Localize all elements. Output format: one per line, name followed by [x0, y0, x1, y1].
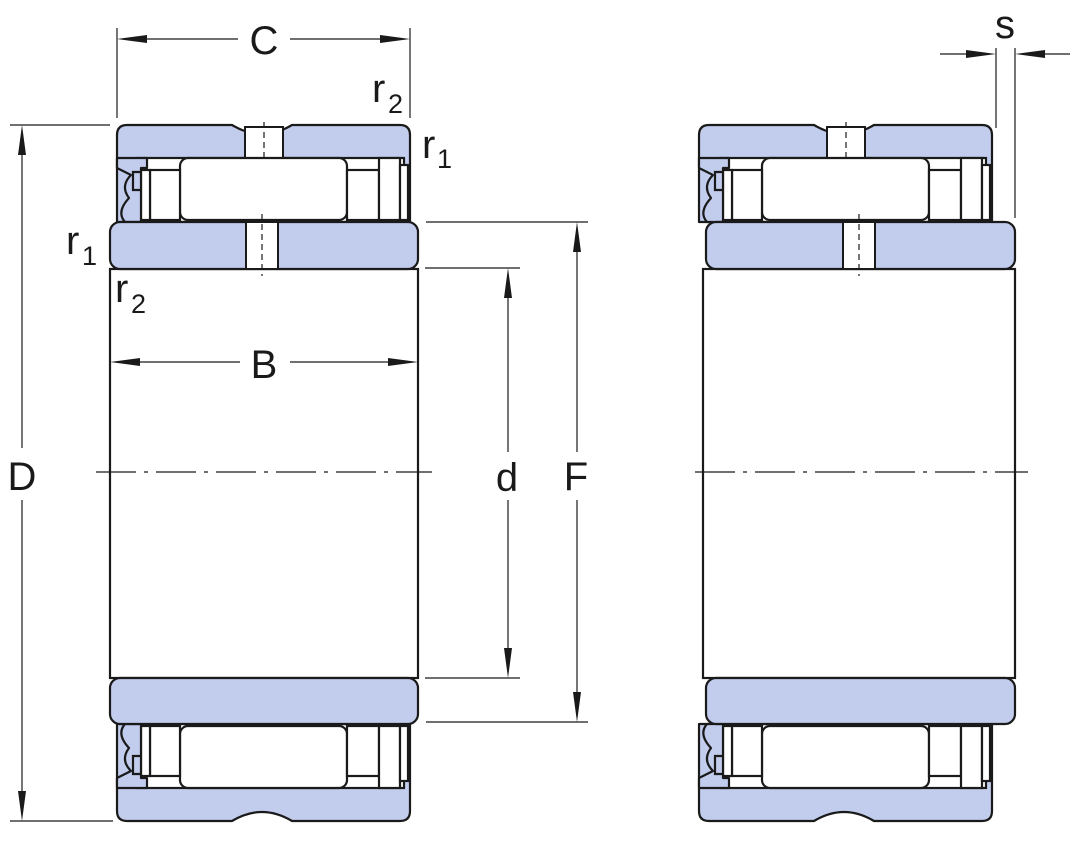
dimension-d-bore	[425, 267, 520, 679]
label-r1-inner-ring-sub: 1	[82, 241, 97, 271]
label-r2-outer-ring: r 2	[372, 67, 403, 119]
label-c: C	[250, 19, 279, 63]
label-r2-inner-ring-sub: 2	[131, 289, 146, 319]
label-r2-inner-ring-letter: r	[115, 267, 128, 311]
label-r1-outer-ring: r 1	[422, 123, 452, 174]
label-b: B	[251, 343, 278, 387]
label-r1-outer-ring-letter: r	[422, 123, 435, 167]
dimension-s	[940, 48, 1070, 218]
label-d-bore: d	[496, 456, 518, 500]
dimension-f	[426, 221, 588, 723]
left-bearing-view	[96, 120, 432, 823]
label-d-outer: D	[8, 455, 37, 499]
label-r2-inner-ring: r 2	[115, 267, 146, 319]
right-bearing-view	[695, 122, 1028, 823]
label-r1-outer-ring-sub: 1	[437, 144, 452, 174]
dimension-b	[110, 358, 418, 366]
label-r1-inner-ring-letter: r	[66, 219, 79, 263]
label-f: F	[564, 455, 588, 499]
dimension-c	[116, 28, 411, 118]
label-s: s	[995, 3, 1015, 47]
label-r2-outer-ring-sub: 2	[388, 89, 403, 119]
label-r1-inner-ring: r 1	[66, 219, 97, 271]
label-r2-outer-ring-letter: r	[372, 67, 385, 111]
dimension-d-outer	[10, 124, 113, 822]
